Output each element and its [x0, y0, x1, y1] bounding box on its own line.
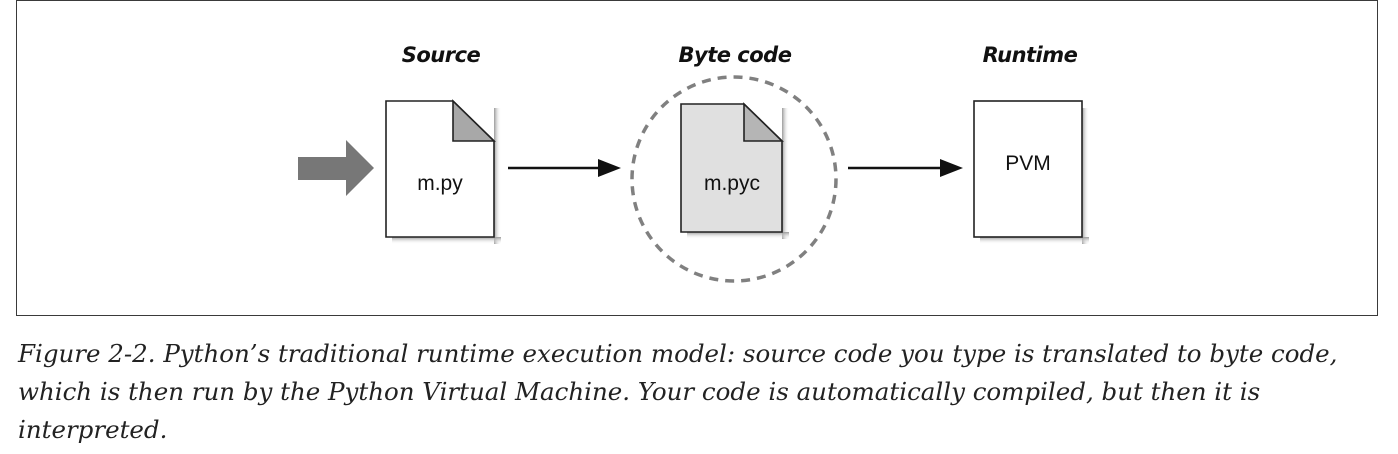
runtime-name: PVM — [1005, 152, 1051, 175]
bytecode-dashed-circle — [630, 75, 838, 283]
source-title: Source — [402, 43, 481, 67]
arrow-source-to-bytecode — [508, 159, 621, 177]
runtime-title: Runtime — [983, 43, 1078, 67]
bytecode-file-name: m.pyc — [704, 172, 760, 195]
arrow-bytecode-to-runtime — [848, 159, 963, 177]
bytecode-title: Byte code — [679, 43, 792, 67]
source-file-name: m.py — [417, 172, 463, 195]
bytecode-file: m.pyc — [680, 102, 789, 239]
figure-caption: Figure 2-2. Python’s traditional runtime… — [18, 339, 1338, 444]
runtime-box: PVM — [973, 100, 1089, 244]
input-arrow-icon — [298, 140, 374, 196]
source-file: m.py — [385, 99, 501, 244]
execution-model-diagram: Source Byte code Runtime m.py m.pyc PVM — [298, 43, 1089, 283]
